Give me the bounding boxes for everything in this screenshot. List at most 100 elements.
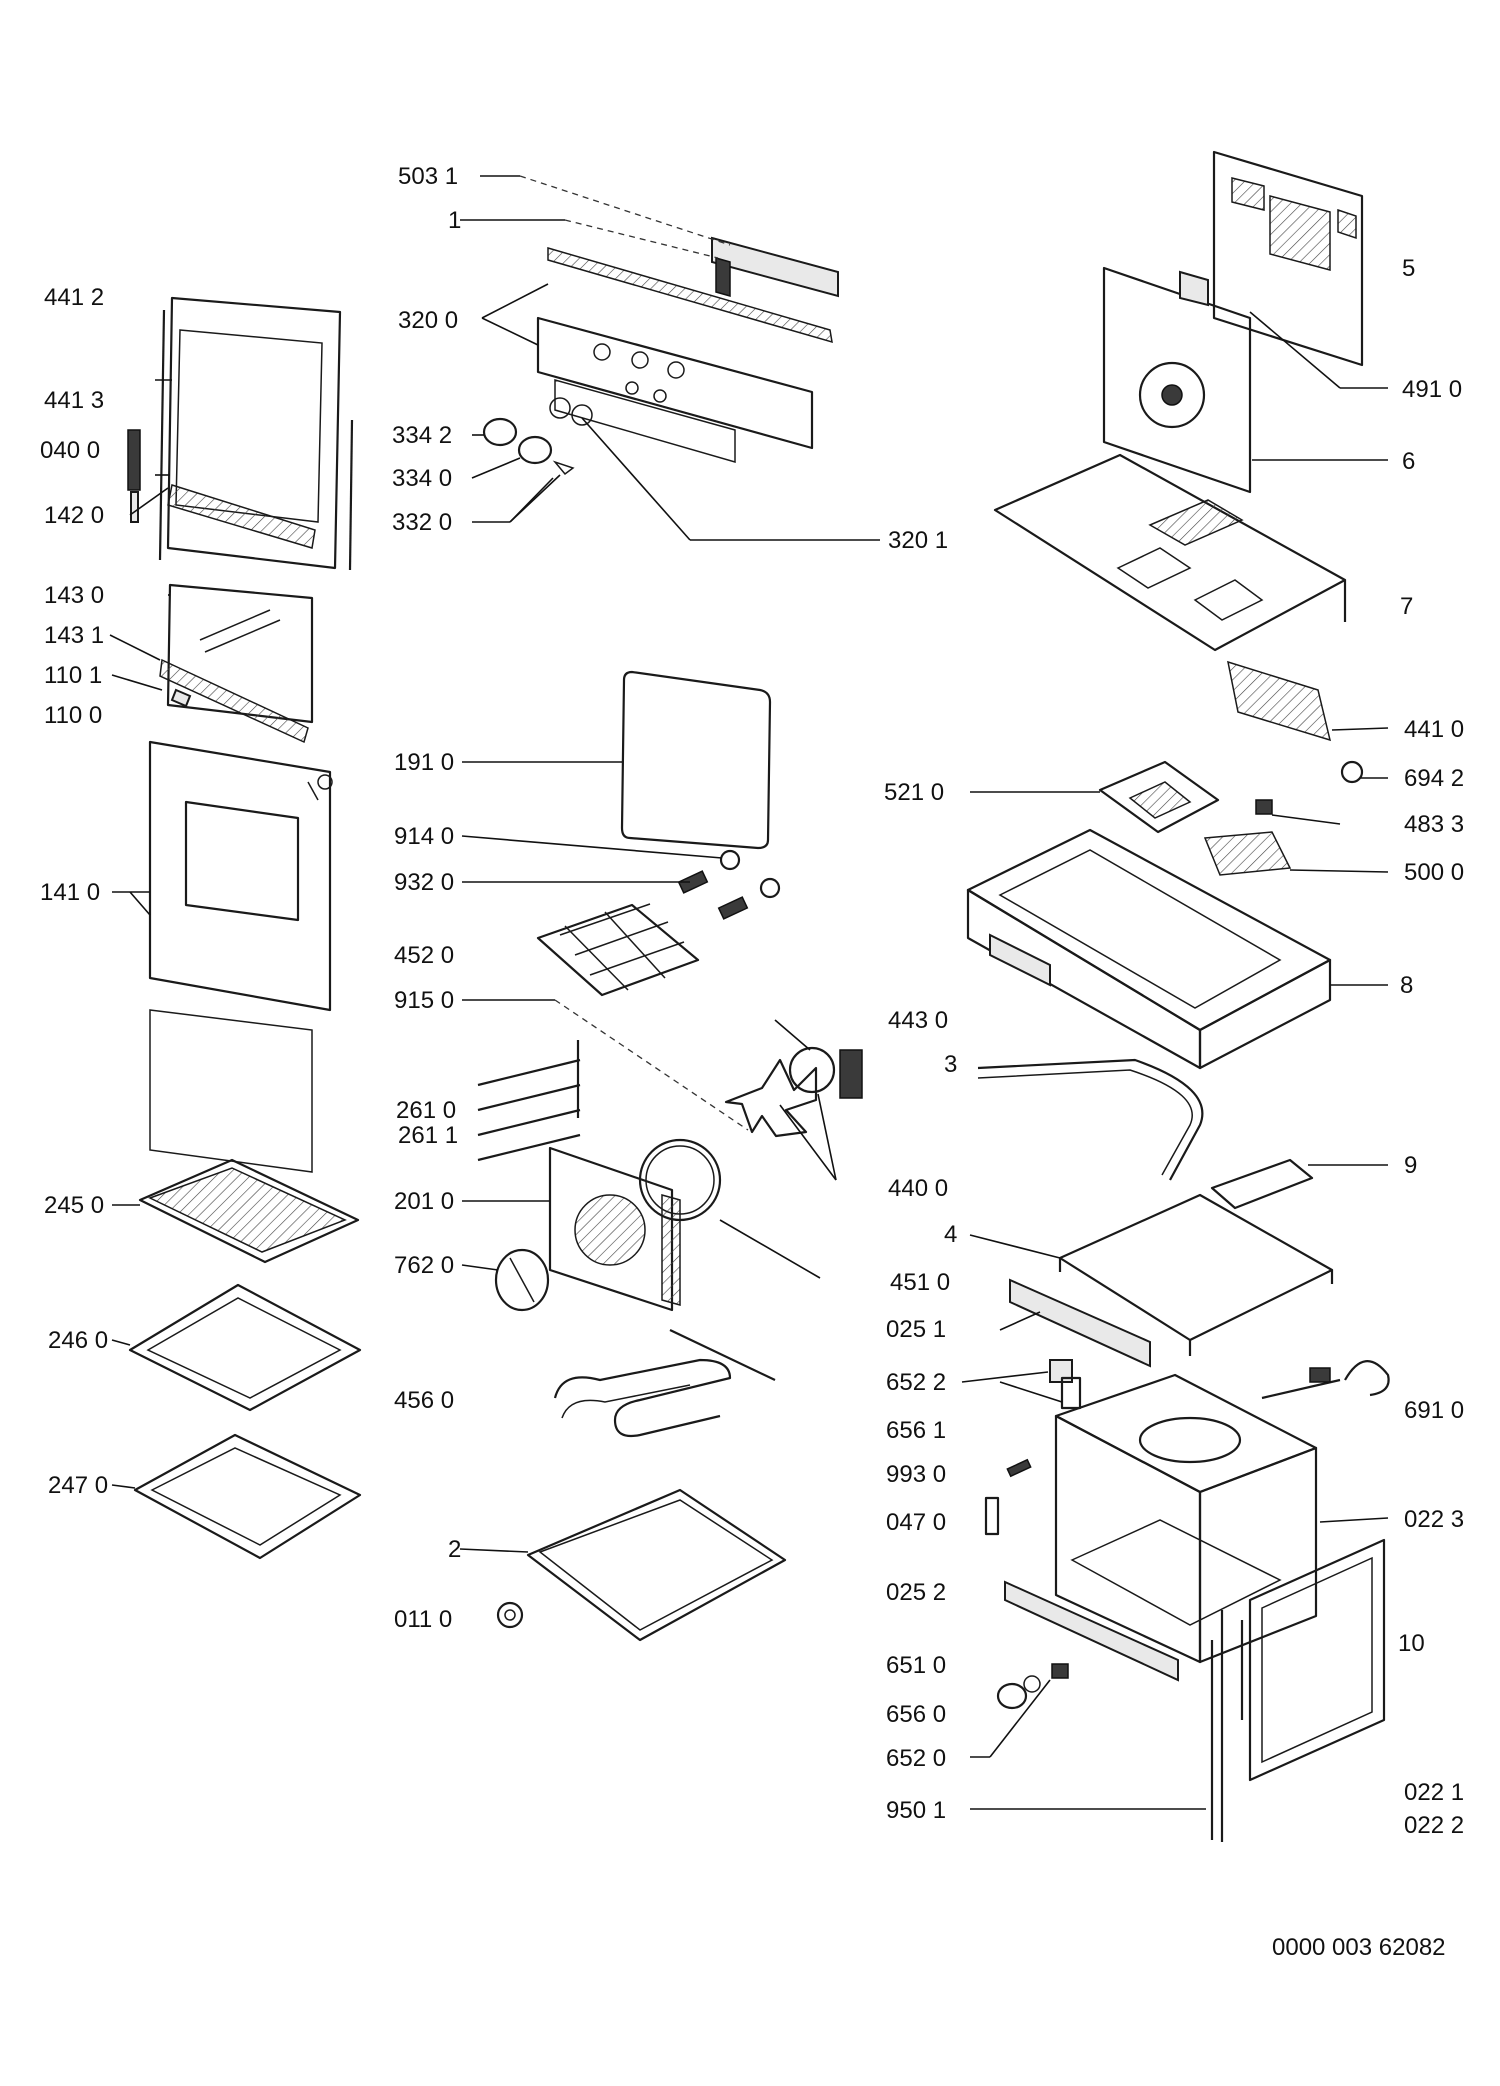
part-label: 320 1 xyxy=(888,527,948,554)
part-label: 10 xyxy=(1398,1630,1425,1657)
part-label: 691 0 xyxy=(1404,1397,1464,1424)
rear-panel-part xyxy=(1212,150,1364,367)
part-label: 246 0 xyxy=(48,1327,108,1354)
rear-fan-part xyxy=(1102,266,1252,494)
part-label: 491 0 xyxy=(1402,376,1462,403)
shelf-support-part xyxy=(536,903,700,997)
oven-light-cover-part xyxy=(620,670,772,850)
part-label: 915 0 xyxy=(394,987,454,1014)
part-label: 201 0 xyxy=(394,1188,454,1215)
part-label: 452 0 xyxy=(394,942,454,969)
control-panel-part xyxy=(536,247,833,463)
part-label: 025 2 xyxy=(886,1579,946,1606)
part-label: 110 0 xyxy=(44,702,102,729)
door-hinge-strip-part xyxy=(159,658,309,744)
part-label: 247 0 xyxy=(48,1472,108,1499)
hinge-part xyxy=(984,1496,1000,1536)
door-outer-panel-part xyxy=(148,740,333,1173)
part-label: 261 1 xyxy=(398,1122,458,1149)
part-label: 9 xyxy=(1404,1152,1417,1179)
part-label: 245 0 xyxy=(44,1192,104,1219)
part-label: 6 xyxy=(1402,448,1415,475)
part-label: 932 0 xyxy=(394,869,454,896)
part-label: 334 0 xyxy=(392,465,452,492)
control-knob-part xyxy=(482,397,593,476)
side-rail-part xyxy=(477,1040,581,1162)
part-label: 503 1 xyxy=(398,163,458,190)
part-label: 656 1 xyxy=(886,1417,946,1444)
part-label: 456 0 xyxy=(394,1387,454,1414)
part-label: 914 0 xyxy=(394,823,454,850)
side-rail-vertical-part xyxy=(1210,1610,1244,1842)
lamp-part xyxy=(1006,1458,1032,1478)
part-labels-center: 503 1 1 320 0 334 2 334 0 332 0 320 1 19… xyxy=(392,163,950,1633)
part-label: 483 3 xyxy=(1404,811,1464,838)
oven-parts-drawing xyxy=(127,150,1390,1842)
part-label: 441 2 xyxy=(44,284,104,311)
part-label: 3 xyxy=(944,1051,957,1078)
side-door-part xyxy=(1248,1538,1386,1782)
part-label: 762 0 xyxy=(394,1252,454,1279)
part-label: 950 1 xyxy=(886,1797,946,1824)
part-label: 022 3 xyxy=(1404,1506,1464,1533)
part-label: 443 0 xyxy=(888,1007,948,1034)
base-tray-part xyxy=(993,453,1347,652)
fan-blade-part xyxy=(724,1046,863,1138)
door-seal-part xyxy=(977,1058,1204,1181)
part-label: 451 0 xyxy=(890,1269,950,1296)
top-casing-part xyxy=(966,828,1332,1070)
part-label: 334 2 xyxy=(392,422,452,449)
selector-knob-part xyxy=(996,1663,1069,1710)
part-label: 011 0 xyxy=(394,1606,452,1633)
part-label: 8 xyxy=(1400,972,1413,999)
part-label: 025 1 xyxy=(886,1316,946,1343)
part-labels-left: 441 2 441 3 040 0 142 0 143 0 143 1 110 … xyxy=(40,284,108,1499)
part-label: 441 3 xyxy=(44,387,104,414)
part-label: 142 0 xyxy=(44,502,104,529)
part-label: 652 0 xyxy=(886,1745,946,1772)
part-label: 651 0 xyxy=(886,1652,946,1679)
part-label: 261 0 xyxy=(396,1097,456,1124)
grill-element-part xyxy=(553,1329,776,1438)
side-strip-part xyxy=(1004,1580,1179,1682)
part-label: 110 1 xyxy=(44,662,102,689)
door-switch-part xyxy=(1049,1359,1082,1410)
part-label: 040 0 xyxy=(40,437,100,464)
part-label: 141 0 xyxy=(40,879,100,906)
bottom-plate-part xyxy=(526,1488,787,1642)
part-label: 5 xyxy=(1402,255,1415,282)
tangential-fan-part xyxy=(1227,660,1364,784)
part-label: 4 xyxy=(944,1221,957,1248)
fan-cover-part xyxy=(548,1146,681,1312)
door-handle-part xyxy=(127,429,141,523)
baking-tray-part xyxy=(128,1283,362,1412)
part-label: 652 2 xyxy=(886,1369,946,1396)
part-label: 993 0 xyxy=(886,1461,946,1488)
fan-guard-part xyxy=(494,1248,550,1312)
control-panel-strip-part xyxy=(711,236,839,298)
document-id: 0000 003 62082 xyxy=(1272,1934,1446,1961)
oven-cavity-part xyxy=(1054,1373,1318,1664)
part-label: 2 xyxy=(448,1536,461,1563)
front-strip-part xyxy=(1009,1278,1151,1368)
part-label: 521 0 xyxy=(884,779,944,806)
foot-part xyxy=(496,1601,524,1629)
top-panel-part xyxy=(1058,1193,1334,1356)
part-label: 500 0 xyxy=(1404,859,1464,886)
part-label: 694 2 xyxy=(1404,765,1464,792)
door-frame-part xyxy=(158,296,354,571)
part-label: 7 xyxy=(1400,593,1413,620)
part-label: 022 2 xyxy=(1404,1812,1464,1839)
part-label: 441 0 xyxy=(1404,716,1464,743)
part-label: 143 1 xyxy=(44,622,104,649)
part-label: 440 0 xyxy=(888,1175,948,1202)
ring-element-part xyxy=(638,1138,722,1222)
part-label: 047 0 xyxy=(886,1509,946,1536)
cover-plate-part xyxy=(1210,1158,1314,1210)
leader-lines xyxy=(109,175,1389,1810)
part-label: 656 0 xyxy=(886,1701,946,1728)
part-label: 1 xyxy=(448,207,461,234)
part-label: 320 0 xyxy=(398,307,458,334)
terminal-block-part xyxy=(1203,831,1292,876)
